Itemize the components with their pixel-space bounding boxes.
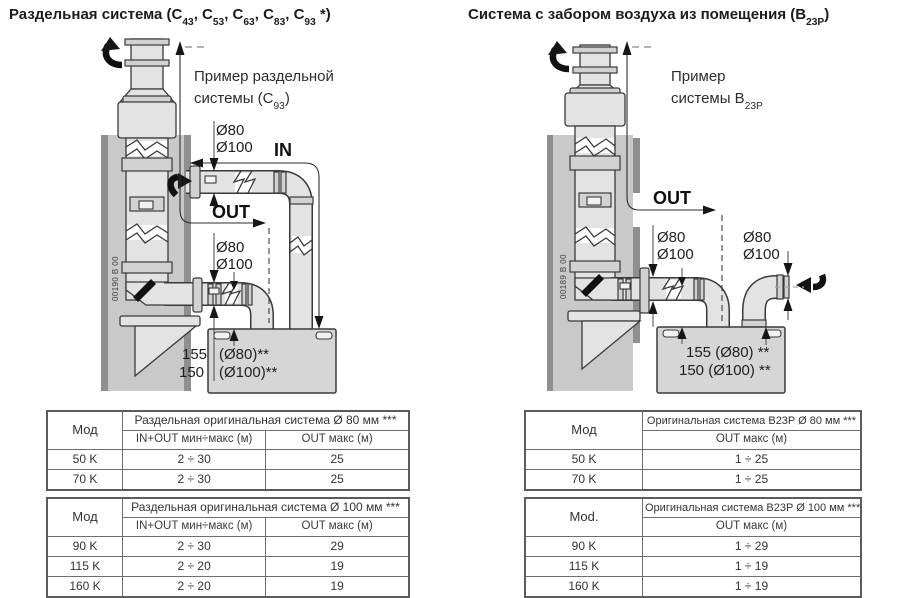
in-label: IN [274, 140, 292, 160]
table-header-cell: OUT макс (м) [642, 517, 862, 537]
dimension-150-label: 150 (Ø100) ** [679, 362, 771, 379]
table-header-cell: Оригинальная система B23P Ø 100 мм *** [642, 497, 862, 518]
table-cell: 50 K [46, 449, 123, 470]
room-air-system-diagram: OUT Ø80 Ø100 Ø80 Ø100 155 (Ø80) ** 150 (… [490, 35, 906, 410]
out-label: OUT [212, 202, 250, 222]
dimension-155-label: 155 [182, 346, 207, 363]
diameter-label: Ø100 [216, 256, 253, 273]
table-cell: 50 K [524, 449, 643, 470]
table-cell: 25 [265, 449, 410, 470]
flue-flow-arrow-up-icon [101, 37, 123, 69]
table-header-cell: Мод [524, 410, 643, 450]
separate-system-drawing: IN OUT Ø80 Ø100 Ø80 Ø100 155 (Ø80)** 150… [101, 37, 337, 394]
room-air-system-drawing: OUT Ø80 Ø100 Ø80 Ø100 155 (Ø80) ** 150 (… [547, 41, 827, 394]
table-header-cell: Мод [46, 410, 123, 450]
boiler [207, 328, 337, 394]
table-cell: 29 [265, 536, 410, 557]
table-cell: 2 ÷ 30 [121, 449, 267, 470]
table-cell: 25 [265, 469, 410, 491]
table-header-cell: Мод [46, 497, 123, 537]
table-cell: 90 K [46, 536, 123, 557]
table-cell: 2 ÷ 30 [121, 469, 267, 491]
diameter-label: Ø100 [743, 246, 780, 263]
wall-intake-arrow-icon [167, 173, 192, 198]
table-header-cell: OUT макс (м) [265, 517, 410, 537]
diameter-label: Ø80 [216, 239, 244, 256]
table-cell: 90 K [524, 536, 643, 557]
dimension-155-label: 155 (Ø80) ** [686, 344, 770, 361]
table-cell: 115 K [46, 556, 123, 577]
elbow-joint-mark [581, 274, 604, 297]
table-cell: 1 ÷ 25 [642, 469, 862, 491]
table-cell: 2 ÷ 20 [121, 556, 267, 577]
drawing-code-label: 00189 B 00 [559, 254, 568, 299]
out-label: OUT [653, 188, 691, 208]
table-cell: 2 ÷ 20 [121, 576, 267, 598]
chimney-flue-pipe [117, 38, 177, 306]
exhaust-pipe [164, 277, 274, 329]
wall-bracket [119, 315, 201, 378]
table-cell: 160 K [46, 576, 123, 598]
table-cell: 1 ÷ 25 [642, 449, 862, 470]
room-air-intake-elbow [741, 274, 790, 328]
dimension-annotations [622, 41, 804, 345]
table-cell: 70 K [46, 469, 123, 491]
wall-bracket [567, 310, 642, 371]
elbow-joint-mark [133, 279, 156, 302]
table-header-cell: Оригинальная система B23P Ø 80 мм *** [642, 410, 862, 431]
table-cell: 115 K [524, 556, 643, 577]
flue-flow-arrow-up-icon [548, 41, 570, 73]
table-cell: 160 K [524, 576, 643, 598]
diameter-label: Ø100 [216, 139, 253, 156]
room-air-flow-arrow-icon [796, 273, 827, 293]
chimney-flue-pipe [564, 44, 626, 301]
dimension-150-label: 150 [179, 364, 204, 381]
table-cell: 19 [265, 576, 410, 598]
separate-system-diagram: IN OUT Ø80 Ø100 Ø80 Ø100 155 (Ø80)** 150… [38, 35, 458, 410]
table-cell: 70 K [524, 469, 643, 491]
table-header-cell: IN+OUT мин÷макс (м) [121, 430, 267, 450]
table-cell: 1 ÷ 19 [642, 556, 862, 577]
diameter-label: Ø80 [743, 229, 771, 246]
left-section-title: Раздельная система (C43, C53, C63, C83, … [9, 6, 331, 29]
right-section-title: Система с забором воздуха из помещения (… [468, 6, 830, 29]
table-cell: 1 ÷ 29 [642, 536, 862, 557]
dimension-annotations [175, 41, 324, 381]
table-cell: 2 ÷ 30 [121, 536, 267, 557]
table-b23p-system-100mm: Mod.Оригинальная система B23P Ø 100 мм *… [524, 497, 862, 598]
table-cell: 1 ÷ 19 [642, 576, 862, 598]
table-header-cell: Раздельная оригинальная система Ø 80 мм … [122, 410, 410, 431]
diameter-label: Ø80 [216, 122, 244, 139]
dimension-150-suffix-label: (Ø100)** [219, 364, 278, 381]
table-header-cell: OUT макс (м) [642, 430, 862, 450]
table-header-cell: IN+OUT мин÷макс (м) [121, 517, 267, 537]
air-intake-pipe [186, 165, 314, 329]
diameter-label: Ø100 [657, 246, 694, 263]
table-header-cell: Mod. [524, 497, 643, 537]
diameter-label: Ø80 [657, 229, 685, 246]
dimension-155-suffix-label: (Ø80)** [219, 346, 269, 363]
drawing-code-label: 00190 B 00 [111, 256, 120, 301]
table-header-cell: OUT макс (м) [265, 430, 410, 450]
exhaust-pipe [611, 267, 730, 328]
table-header-cell: Раздельная оригинальная система Ø 100 мм… [122, 497, 410, 518]
table-cell: 19 [265, 556, 410, 577]
